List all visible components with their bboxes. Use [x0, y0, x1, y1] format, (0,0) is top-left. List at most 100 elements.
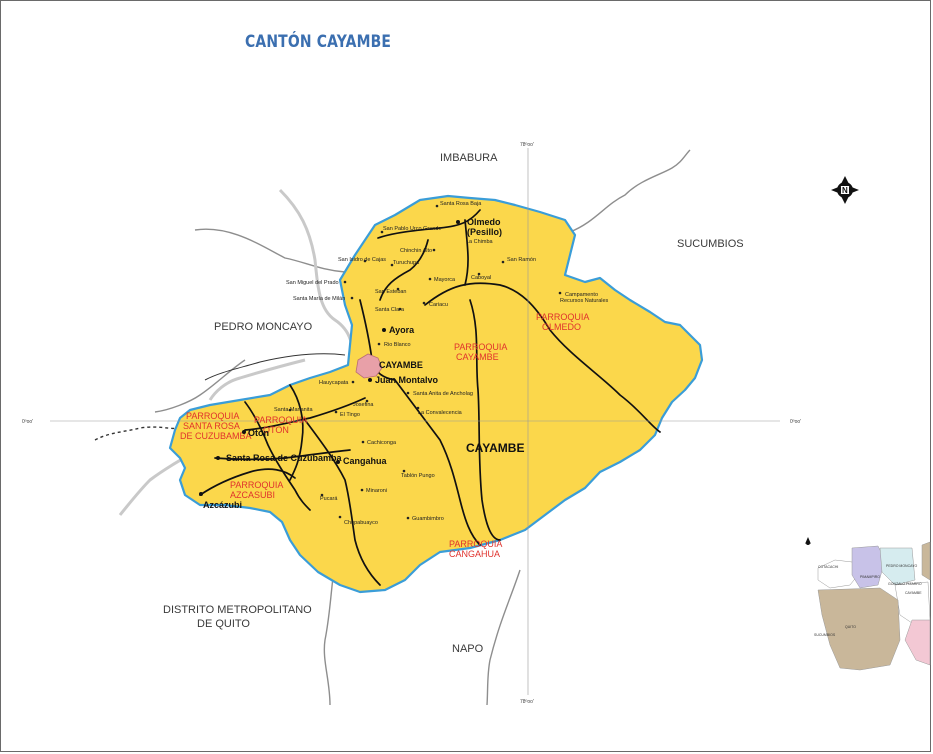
town-san-miguel: San Miguel del Prado: [286, 280, 339, 286]
town-dot: [336, 460, 340, 464]
town-tablon-pungo: Tablón Pungo: [401, 473, 435, 479]
town-dot: [242, 430, 246, 434]
road-cayambe-south: [394, 379, 481, 546]
town-cariacu: Cariacu: [429, 302, 448, 308]
town-olmedo-1: Olmedo: [467, 217, 501, 227]
inset-label: CAYAMBE: [905, 591, 922, 595]
neighbor-southwest-1: DISTRITO METROPOLITANO: [163, 604, 312, 616]
town-chinchin: Chinchin Alto: [400, 248, 432, 254]
road-west-2: [244, 401, 311, 511]
town-mayorca: Mayorca: [434, 277, 456, 283]
inset-region-cayambe: [894, 581, 931, 626]
town-campamento-1: Campamento: [565, 292, 598, 298]
parish-santarosa-1: PARROQUIA: [186, 411, 239, 421]
parish-oton-1: PARROQUIA: [254, 415, 307, 425]
inset-label: QUITO: [845, 625, 856, 629]
town-guambimbro: Guambimbro: [412, 516, 444, 522]
neighbor-southwest-2: DE QUITO: [197, 618, 250, 630]
town-oton: Otón: [248, 428, 269, 438]
town-cayambe: CAYAMBE: [379, 360, 423, 370]
river-north-west: [194, 228, 346, 273]
road-west-dashed: [94, 426, 181, 441]
town-hauycapata: Hauycapata: [319, 380, 349, 386]
town-pucara: Pucará: [320, 496, 338, 502]
town-la-chimba: La Chimba: [466, 239, 494, 245]
minor-towns: Santa Rosa Baja San Pablo Urco Grande La…: [274, 201, 609, 526]
town-santa-clara: Santa Clara: [375, 307, 405, 313]
road-olmedo-south: [464, 219, 469, 286]
town-minaroni: Minaroni: [366, 488, 387, 494]
road-east-south: [469, 299, 501, 541]
coord-top: 78ºoo': [520, 142, 534, 148]
inset-region-gonzalo: [879, 547, 916, 586]
parish-cayambe-1: PARROQUIA: [454, 342, 507, 352]
town-juan-montalvo: Juan Montalvo: [375, 375, 439, 385]
canton-polygon: [168, 194, 704, 594]
parish-labels: PARROQUIA OLMEDO PARROQUIA CAYAMBE PARRO…: [180, 312, 589, 559]
inset-region-edge: [921, 541, 931, 581]
inset-label: PIMAMPIRO: [860, 575, 880, 579]
north-arrow-icon: N: [831, 176, 859, 204]
town-santa-rosa-baja: Santa Rosa Baja: [440, 201, 482, 207]
page-title: CANTÓN CAYAMBE: [245, 32, 392, 52]
inset-map: COTACACHI PIMAMPIRO PEDRO MONCAYO CAYAMB…: [814, 541, 931, 671]
highway-west-branch: [208, 358, 306, 401]
inset-label: GONZALO PIZARRO: [888, 582, 922, 586]
river-north-east: [569, 149, 691, 233]
town-el-tingo: El Tingo: [340, 412, 360, 418]
parish-santarosa-3: DE CUZUBAMBA: [180, 431, 252, 441]
road-olmedo-east: [424, 282, 661, 433]
parish-cayambe-2: CAYAMBE: [456, 352, 499, 362]
parish-cangahua-1: PARROQUIA: [449, 539, 502, 549]
road-west-solid: [204, 353, 346, 381]
town-santa-rosa: Santa Rosa de Cuzubamba: [226, 453, 343, 463]
town-turuchupa: Turuchupa: [393, 260, 420, 266]
town-josefina: Josefina: [353, 402, 374, 408]
road-west-1: [289, 384, 304, 481]
town-san-isidro: San Isidro de Cajas: [338, 257, 386, 263]
town-santa-maria: Santa María de Milán: [293, 296, 345, 302]
town-caboyal: Caboyal: [471, 275, 491, 281]
inset-label: PEDRO MONCAYO: [886, 564, 918, 568]
parish-oton-2: OTON: [263, 425, 289, 435]
town-san-pablo: San Pablo Urco Grande: [383, 226, 441, 232]
coord-left: 0ºoo': [22, 419, 33, 425]
town-dot: [382, 328, 386, 332]
town-cachiconga: Cachiconga: [367, 440, 397, 446]
internal-roads: [199, 209, 661, 586]
town-rio-blanco: Rio Blanco: [384, 342, 411, 348]
road-azca: [199, 468, 296, 496]
town-la-convalecencia: La Convalecencia: [418, 410, 463, 416]
road-cangahua: [304, 419, 381, 586]
neighbor-north: IMBABURA: [440, 152, 498, 164]
inset-label: SUCUMBIOS: [814, 633, 836, 637]
town-dot: [199, 492, 203, 496]
coord-right: 0ºoo': [790, 419, 801, 425]
town-san-ramon: San Ramón: [507, 257, 536, 263]
town-chupabuayco: Chupabuayco: [344, 520, 378, 526]
inset-north-arrow-icon: [805, 537, 811, 545]
inset-region-quito: [817, 587, 901, 671]
cayambe-urban-area: [355, 353, 383, 379]
town-olmedo-2: (Pesillo): [467, 227, 502, 237]
road-oton: [244, 397, 366, 431]
road-north: [377, 209, 481, 239]
road-central: [379, 239, 429, 301]
canton-label: CAYAMBE: [466, 441, 524, 455]
road-west-3: [214, 449, 351, 461]
town-dot: [216, 456, 220, 460]
town-santa-anita: Santa Anita de Ancholag: [413, 391, 473, 397]
inset-region-sucumbios: [904, 619, 931, 666]
inset-region-pimampiro: [851, 545, 886, 589]
town-campamento-2: Recursos Naturales: [560, 298, 609, 304]
town-san-esteban: San Esteban: [375, 289, 407, 295]
neighbor-east: SUCUMBIOS: [677, 238, 744, 250]
parish-olmedo-2: OLMEDO: [542, 322, 581, 332]
town-ayora: Ayora: [389, 325, 415, 335]
inset-label: COTACACHI: [818, 565, 838, 569]
town-santa-marianita: Santa Marianita: [274, 407, 313, 413]
town-dot: [456, 220, 460, 224]
parish-azcasubi-1: PARROQUIA: [230, 480, 283, 490]
